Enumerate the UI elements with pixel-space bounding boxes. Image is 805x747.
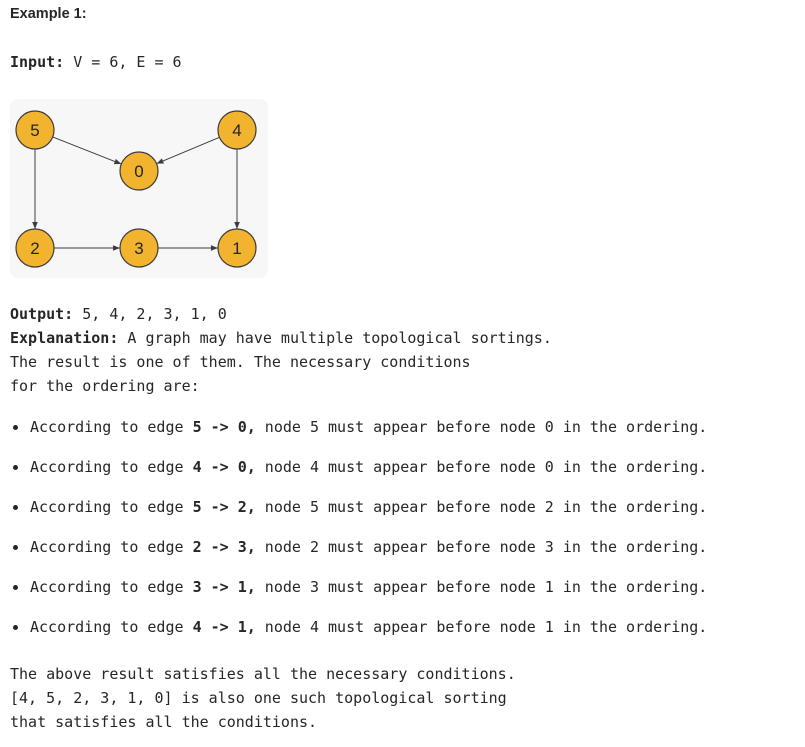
bullet-icon — [13, 545, 18, 550]
bullet-icon — [13, 505, 18, 510]
example-heading: Example 1: — [10, 6, 87, 22]
node-circle — [119, 151, 159, 191]
edge-label: 4 -> 1, — [192, 618, 256, 636]
edge-label: 5 -> 2, — [192, 498, 256, 516]
bullet-icon — [13, 465, 18, 470]
node-circle — [119, 228, 159, 268]
explanation-label: Explanation: — [10, 329, 119, 347]
condition-item: According to edge 4 -> 1, node 4 must ap… — [10, 616, 707, 656]
graph-svg: 5 4 0 2 3 1 — [15, 110, 257, 268]
explanation-line-3: for the ordering are: — [10, 377, 200, 395]
edge-5-to-0 — [52, 136, 122, 165]
input-label: Input: — [10, 53, 65, 71]
graph-node-5: 5 — [15, 110, 55, 150]
graph-diagram: 5 4 0 2 3 1 — [10, 99, 268, 278]
explanation-line-1: Explanation: A graph may have multiple t… — [10, 329, 552, 347]
explanation-text-1: A graph may have multiple topological so… — [118, 329, 552, 347]
edge-label: 5 -> 0, — [192, 418, 256, 436]
condition-item: According to edge 5 -> 2, node 5 must ap… — [10, 496, 707, 536]
graph-node-4: 4 — [217, 110, 257, 150]
node-circle — [15, 228, 55, 268]
node-label: 5 — [30, 121, 39, 140]
edge-label: 2 -> 3, — [192, 538, 256, 556]
conclusion-line-1: The above result satisfies all the neces… — [10, 665, 516, 683]
edge-label: 3 -> 1, — [192, 578, 256, 596]
node-circle — [217, 228, 257, 268]
input-line: Input: V = 6, E = 6 — [10, 53, 182, 71]
node-label: 0 — [134, 162, 143, 181]
condition-item: According to edge 5 -> 0, node 5 must ap… — [10, 416, 707, 456]
output-value: 5, 4, 2, 3, 1, 0 — [73, 305, 227, 323]
condition-item: According to edge 3 -> 1, node 3 must ap… — [10, 576, 707, 616]
conclusion-line-2: [4, 5, 2, 3, 1, 0] is also one such topo… — [10, 689, 507, 707]
node-label: 3 — [134, 239, 143, 258]
node-circle — [15, 110, 55, 150]
node-circle — [217, 110, 257, 150]
node-label: 2 — [30, 239, 39, 258]
conditions-list: According to edge 5 -> 0, node 5 must ap… — [10, 416, 707, 656]
input-value: V = 6, E = 6 — [64, 53, 182, 71]
output-label: Output: — [10, 305, 74, 323]
edge-4-to-0 — [156, 136, 220, 165]
bullet-icon — [13, 425, 18, 430]
conclusion-line-3: that satisfies all the conditions. — [10, 713, 318, 731]
condition-item: According to edge 4 -> 0, node 4 must ap… — [10, 456, 707, 496]
graph-node-3: 3 — [119, 228, 159, 268]
graph-node-2: 2 — [15, 228, 55, 268]
graph-node-0: 0 — [119, 151, 159, 191]
edge-label: 4 -> 0, — [192, 458, 256, 476]
bullet-icon — [13, 625, 18, 630]
bullet-icon — [13, 585, 18, 590]
graph-node-1: 1 — [217, 228, 257, 268]
output-line: Output: 5, 4, 2, 3, 1, 0 — [10, 305, 227, 323]
node-label: 1 — [232, 239, 241, 258]
node-label: 4 — [232, 121, 241, 140]
explanation-line-2: The result is one of them. The necessary… — [10, 353, 471, 371]
condition-item: According to edge 2 -> 3, node 2 must ap… — [10, 536, 707, 576]
